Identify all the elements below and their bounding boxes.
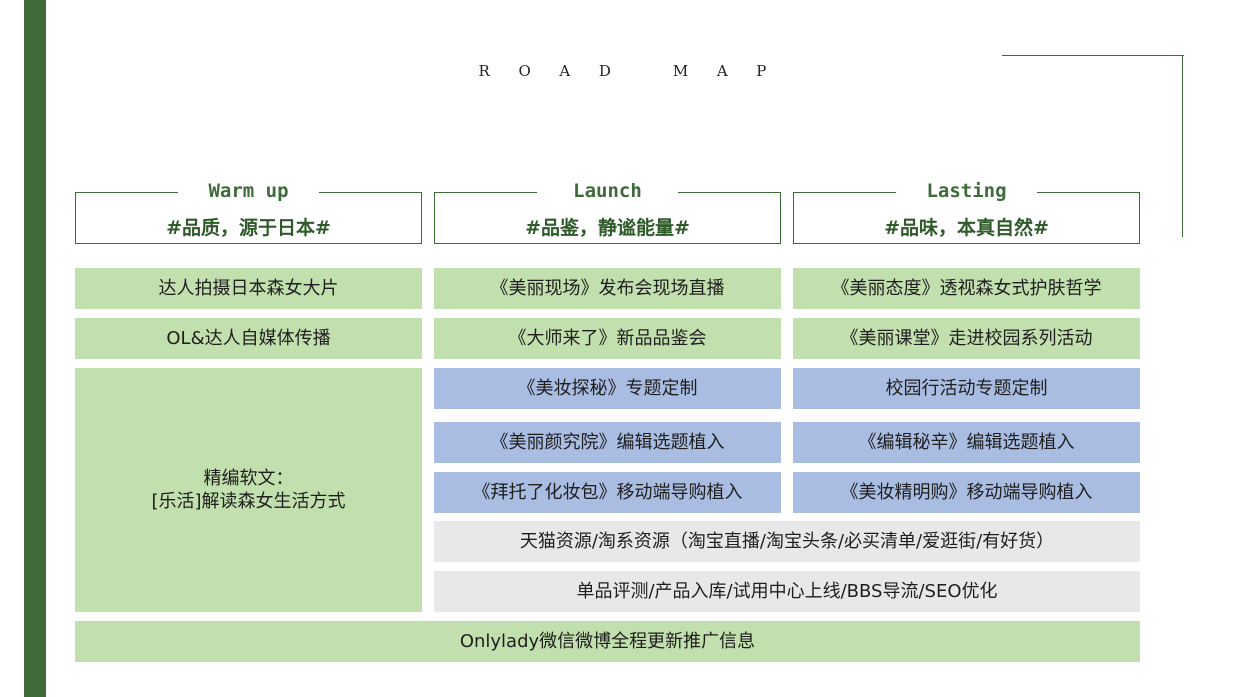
roadmap-cell: 天猫资源/淘系资源（淘宝直播/淘宝头条/必买清单/爱逛街/有好货） [434,521,1140,562]
roadmap-cell: 《美丽现场》发布会现场直播 [434,268,781,309]
cell-text: [乐活]解读森女生活方式 [151,491,346,512]
phase-header-warmup: Warm up #品质，源于日本# [75,180,422,244]
cell-text: 《美妆探秘》专题定制 [517,377,698,399]
phase-frame-line [319,192,421,193]
roadmap-cell: 《美妆探秘》专题定制 [434,368,781,409]
phase-name: Launch [573,180,642,202]
title-letter: R [478,62,490,80]
roadmap-cell: Onlylady微信微博全程更新推广信息 [75,621,1140,662]
phase-header-lasting: Lasting #品味，本真自然# [793,180,1140,244]
corner-frame-line [1182,55,1183,237]
phase-subtitle: #品质，源于日本# [166,217,331,239]
phase-subtitle: #品味，本真自然# [884,217,1049,239]
roadmap-cell: 《美妆精明购》移动端导购植入 [793,472,1140,513]
cell-text: 精编软文： [203,467,294,489]
phase-subtitle: #品鉴，静谧能量# [525,217,690,239]
roadmap-cell: 单品评测/产品入库/试用中心上线/BBS导流/SEO优化 [434,571,1140,612]
roadmap-cell: 《拜托了化妆包》移动端导购植入 [434,472,781,513]
roadmap-cell: 《编辑秘辛》编辑选题植入 [793,422,1140,463]
title-letter: P [756,62,767,80]
cell-text: 《编辑秘辛》编辑选题植入 [858,431,1075,453]
sidebar-accent-bar [24,0,46,697]
cell-text: Onlylady微信微博全程更新推广信息 [459,630,756,652]
roadmap-cell: 校园行活动专题定制 [793,368,1140,409]
phase-name: Lasting [926,180,1007,202]
cell-text: 单品评测/产品入库/试用中心上线/BBS导流/SEO优化 [576,580,998,602]
phase-frame-line [678,192,780,193]
cell-text: 《拜托了化妆包》移动端导购植入 [472,481,743,503]
phase-name: Warm up [208,180,289,202]
roadmap-cell: 《大师来了》新品品鉴会 [434,318,781,359]
cell-text: 《美丽现场》发布会现场直播 [490,277,725,299]
phase-frame-line [1037,192,1139,193]
cell-text: 《美丽态度》透视森女式护肤哲学 [831,277,1102,299]
cell-text: 《美丽课堂》走进校园系列活动 [840,327,1093,349]
roadmap-cell: 达人拍摄日本森女大片 [75,268,422,309]
cell-text: 校园行活动专题定制 [885,377,1048,399]
title-letter: D [598,62,611,80]
phase-frame-line [794,192,896,193]
page-title: R O A D M A P [469,44,767,80]
corner-frame-line [1002,55,1184,56]
phase-frame-line [435,192,537,193]
roadmap-cell: OL&达人自媒体传播 [75,318,422,359]
title-letter: A [559,62,571,80]
cell-text: 《美丽颜究院》编辑选题植入 [490,431,725,453]
cell-text: 《大师来了》新品品鉴会 [508,327,707,349]
title-letter: O [518,62,531,80]
roadmap-cell: 《美丽颜究院》编辑选题植入 [434,422,781,463]
cell-text: 达人拍摄日本森女大片 [158,277,339,299]
cell-text: 《美妆精明购》移动端导购植入 [840,481,1093,503]
roadmap-cell: 精编软文： [乐活]解读森女生活方式 [75,368,422,612]
cell-text: OL&达人自媒体传播 [166,327,331,349]
cell-text: 天猫资源/淘系资源（淘宝直播/淘宝头条/必买清单/爱逛街/有好货） [519,530,1055,552]
roadmap-cell: 《美丽态度》透视森女式护肤哲学 [793,268,1140,309]
phase-header-launch: Launch #品鉴，静谧能量# [434,180,781,244]
phase-frame-line [76,192,178,193]
title-letter: A [716,62,728,80]
roadmap-cell: 《美丽课堂》走进校园系列活动 [793,318,1140,359]
title-letter: M [672,62,689,80]
